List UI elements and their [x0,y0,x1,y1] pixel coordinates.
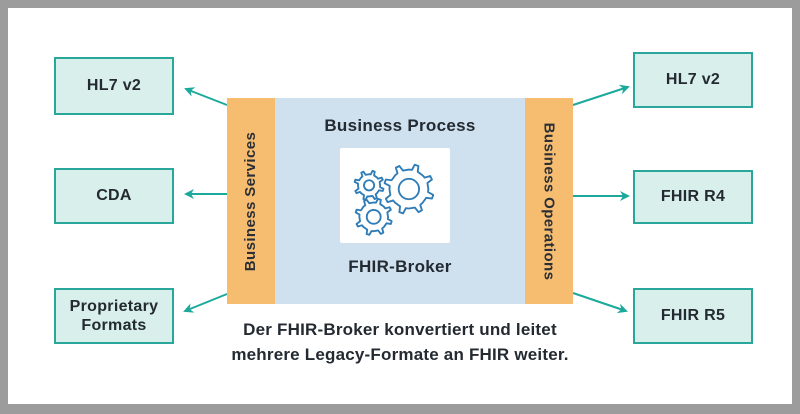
node-label: FHIR R4 [660,188,726,206]
node-proprietary-formats: Proprietary Formats [54,288,174,344]
arrow-to-hl7v2-left [184,87,228,106]
node-cda: CDA [54,168,174,224]
caption-line-2: mehrere Legacy-Formate an FHIR weiter. [231,345,569,364]
node-label: HL7 v2 [86,77,142,95]
node-label: FHIR R5 [660,307,726,325]
node-label: CDA [96,187,132,205]
business-services-bar: Business Services [227,98,275,304]
business-services-label: Business Services [242,131,260,271]
node-fhir-r4: FHIR R4 [633,170,753,224]
diagram-canvas: HL7 v2 CDA Proprietary Formats HL7 v2 FH… [8,8,792,404]
business-operations-bar: Business Operations [525,98,573,304]
node-label: HL7 v2 [665,71,721,89]
panel-title: Business Process [324,116,476,135]
business-operations-label: Business Operations [540,122,558,280]
caption: Der FHIR-Broker konvertiert und leitet m… [190,317,610,367]
arrow-to-hl7v2-right [572,84,630,106]
panel-subtitle: FHIR-Broker [348,257,452,276]
arrow-to-fhir-r5 [572,292,628,314]
gears-icon [353,163,435,236]
node-hl7-v2-right: HL7 v2 [633,52,753,108]
node-fhir-r5: FHIR R5 [633,288,753,344]
arrow-to-proprietary [183,293,228,313]
node-hl7-v2-left: HL7 v2 [54,57,174,115]
fhir-broker-icon-box [340,148,450,243]
node-label: Proprietary Formats [69,297,159,334]
caption-line-1: Der FHIR-Broker konvertiert und leitet [243,320,557,339]
